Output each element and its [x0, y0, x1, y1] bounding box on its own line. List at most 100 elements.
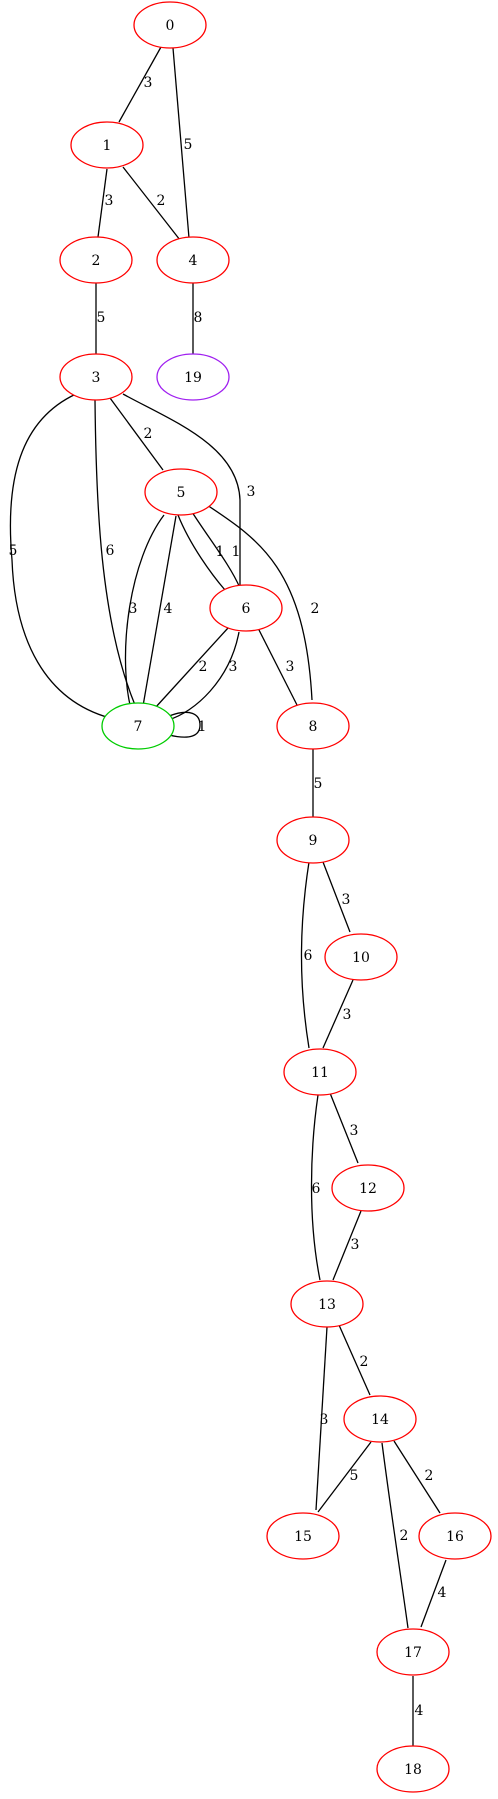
edge-5-6	[177, 514, 226, 591]
node-4-label: 4	[189, 253, 198, 269]
node-8-label: 8	[309, 719, 318, 735]
edge-5-7	[142, 515, 177, 707]
edge-6-8	[257, 627, 298, 706]
node-18[interactable]: 18	[376, 1745, 450, 1793]
node-7-shape	[101, 702, 175, 750]
edge-5-6	[191, 511, 241, 589]
edge-label-3-6: 3	[247, 484, 256, 500]
edge-label-3-7a: 5	[9, 543, 18, 559]
node-9[interactable]: 9	[276, 816, 350, 864]
edge-13-15	[315, 1326, 328, 1511]
edge-label-17-18: 4	[415, 1703, 424, 1719]
node-6-label: 6	[242, 601, 251, 617]
edge-14-15	[317, 1441, 372, 1513]
edge-label-1-4: 2	[157, 193, 166, 209]
node-12-label: 12	[359, 1181, 377, 1197]
node-10[interactable]: 10	[324, 933, 398, 981]
node-9-shape	[276, 816, 350, 864]
edge-label-0-1: 3	[144, 75, 153, 91]
edge-label-13-14: 2	[360, 1354, 369, 1370]
edge-label-9-11: 6	[304, 948, 313, 964]
edge-label-14-17: 2	[400, 1528, 409, 1544]
node-3[interactable]: 3	[59, 353, 133, 401]
edge-label-8-9: 5	[314, 776, 323, 792]
edge-5-8	[206, 504, 313, 701]
edge-1-2	[97, 168, 108, 238]
node-5-label: 5	[177, 485, 186, 501]
node-5-shape	[144, 468, 218, 516]
node-17[interactable]: 17	[376, 1628, 450, 1676]
edge-label-9-10: 3	[342, 892, 351, 908]
nodes: 0 1 2 4 3 19 5 6	[59, 1, 492, 1793]
node-14-shape	[343, 1395, 417, 1443]
node-14-label: 14	[371, 1412, 389, 1428]
edge-label-5-6b: 1	[232, 544, 241, 560]
edge-label-11-12: 3	[350, 1123, 359, 1139]
node-2[interactable]: 2	[59, 236, 133, 284]
node-19-label: 19	[184, 370, 202, 386]
edge-6-7	[154, 627, 229, 709]
edge-6-7	[167, 631, 240, 721]
edge-label-11-13: 6	[312, 1181, 321, 1197]
node-16-label: 16	[446, 1529, 464, 1545]
edge-3-7	[9, 393, 111, 719]
edge-9-11	[300, 861, 310, 1049]
node-8-shape	[276, 702, 350, 750]
edge-label-14-15: 5	[350, 1468, 359, 1484]
node-11-label: 11	[311, 1065, 329, 1081]
node-0-label: 0	[166, 18, 175, 34]
edge-11-13	[310, 1094, 321, 1281]
node-2-label: 2	[92, 253, 101, 269]
edge-label-14-16: 2	[425, 1468, 434, 1484]
edge-label-6-7b: 3	[229, 659, 238, 675]
node-19-shape	[156, 353, 230, 401]
node-12[interactable]: 12	[331, 1164, 405, 1212]
edge-label-6-7a: 2	[199, 659, 208, 675]
node-2-shape	[59, 236, 133, 284]
node-15[interactable]: 15	[266, 1512, 340, 1560]
edge-label-16-17: 4	[438, 1585, 447, 1601]
node-4[interactable]: 4	[156, 236, 230, 284]
node-18-shape	[376, 1745, 450, 1793]
edge-9-10	[322, 861, 351, 933]
node-5[interactable]: 5	[144, 468, 218, 516]
node-16-shape	[418, 1512, 492, 1560]
edge-13-14	[338, 1324, 371, 1396]
node-6[interactable]: 6	[209, 584, 283, 632]
node-17-shape	[376, 1628, 450, 1676]
edge-0-4	[172, 47, 190, 239]
node-8[interactable]: 8	[276, 702, 350, 750]
node-0[interactable]: 0	[133, 1, 207, 49]
node-14[interactable]: 14	[343, 1395, 417, 1443]
edge-3-5	[109, 397, 164, 471]
edges: 3 5 3 2 5 8 2 3 5 6 1 1 3 4 2 2 3	[9, 46, 447, 1746]
node-7[interactable]: 7	[101, 702, 175, 750]
edge-label-6-8: 3	[286, 659, 295, 675]
node-17-label: 17	[404, 1645, 422, 1661]
node-11-shape	[283, 1048, 357, 1096]
node-6-shape	[209, 584, 283, 632]
edge-7-7-loop	[168, 711, 201, 738]
node-1-shape	[70, 121, 144, 169]
node-16[interactable]: 16	[418, 1512, 492, 1560]
edge-11-12	[329, 1092, 359, 1164]
edge-3-6	[122, 393, 241, 590]
node-15-shape	[266, 1512, 340, 1560]
node-13[interactable]: 13	[290, 1280, 364, 1328]
edge-label-0-4: 5	[184, 137, 193, 153]
node-1[interactable]: 1	[70, 121, 144, 169]
edge-12-13	[332, 1210, 362, 1281]
edge-14-17	[381, 1442, 409, 1629]
edge-0-1	[118, 46, 162, 123]
edge-label-3-5: 2	[144, 426, 153, 442]
edge-label-3-7b: 6	[106, 543, 115, 559]
node-3-label: 3	[92, 370, 101, 386]
node-3-shape	[59, 353, 133, 401]
node-11[interactable]: 11	[283, 1048, 357, 1096]
edge-label-1-2: 3	[105, 193, 114, 209]
node-19[interactable]: 19	[156, 353, 230, 401]
edge-label-5-6a: 1	[216, 544, 225, 560]
node-15-label: 15	[294, 1529, 312, 1545]
node-9-label: 9	[309, 833, 318, 849]
